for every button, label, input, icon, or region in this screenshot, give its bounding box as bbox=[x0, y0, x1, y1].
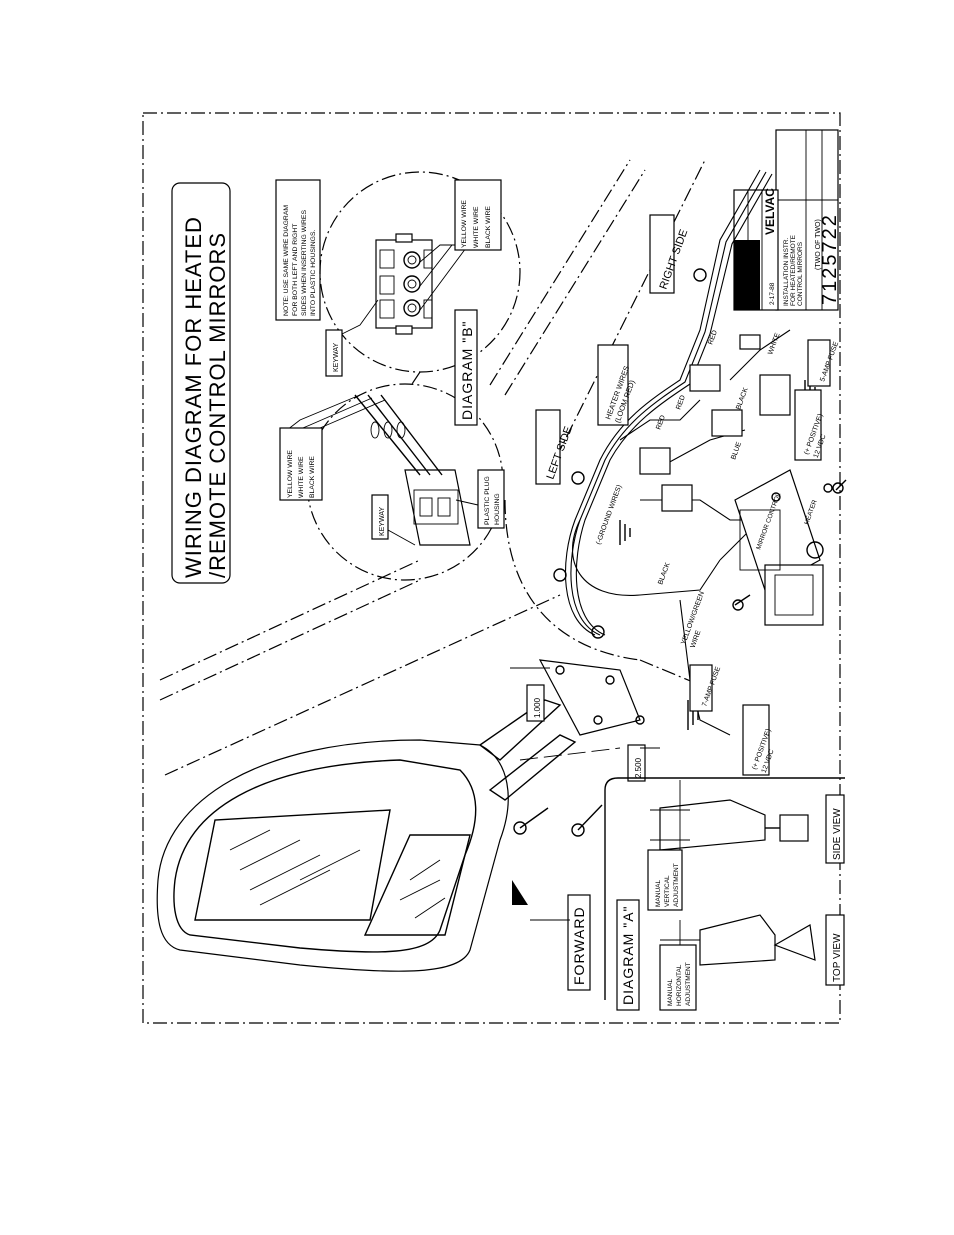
manual-vertical-3: ADJUSTMENT bbox=[673, 863, 680, 907]
description-line-1: INSTALLATION INSTR. bbox=[783, 237, 790, 306]
forward-indicator: FORWARD bbox=[512, 880, 591, 991]
manual-vertical-2: VERTICAL bbox=[664, 875, 671, 907]
diagram-a-label: DIAGRAM "A" bbox=[620, 905, 636, 1005]
title-block: 7125722 (TWO OF TWO) INSTALLATION INSTR.… bbox=[733, 129, 841, 311]
company-logo: VELVAC bbox=[763, 188, 777, 235]
plastic-plug-label-1: PLASTIC PLUG bbox=[484, 476, 491, 525]
a-black-wire: BLACK WIRE bbox=[309, 456, 316, 498]
a-yellow-wire: YELLOW WIRE bbox=[287, 450, 294, 498]
manual-vertical-1: MANUAL bbox=[655, 880, 662, 907]
blue-label: BLUE bbox=[730, 441, 743, 461]
a-keyway-label: KEYWAY bbox=[379, 506, 386, 536]
diagram-b-label: DIAGRAM "B" bbox=[459, 320, 475, 420]
harness-labels: LEFT SIDE RIGHT SIDE HEATER WIRES (LOOM … bbox=[535, 214, 840, 776]
b-white-wire: WHITE WIRE bbox=[473, 206, 480, 248]
title-block-date: 2-17-88 bbox=[769, 282, 776, 305]
red-label-1: RED bbox=[655, 414, 667, 430]
note-line-2: FOR BOTH LEFT AND RIGHT bbox=[292, 224, 299, 316]
note-line-1: NOTE: USE SAME WIRE DIAGRAM bbox=[283, 205, 290, 316]
black-label-2: BLACK bbox=[657, 561, 672, 585]
manual-horizontal-1: MANUAL bbox=[667, 979, 674, 1006]
note-line-3: SIDES WHEN INSERTING WIRES bbox=[301, 210, 308, 316]
side-view-label: SIDE VIEW bbox=[832, 808, 843, 860]
b-keyway-label: KEYWAY bbox=[333, 342, 340, 372]
main-title: WIRING DIAGRAM FOR HEATED /REMOTE CONTRO… bbox=[171, 182, 231, 584]
red-label-2: RED bbox=[675, 394, 687, 410]
heater-label: HEATER bbox=[803, 499, 819, 526]
red-label-3: RED bbox=[707, 329, 719, 345]
diagram-a-detail: DIAGRAM "A" MANUAL VERTICAL ADJUSTMENT S… bbox=[604, 777, 845, 1011]
a-white-wire: WHITE WIRE bbox=[298, 456, 305, 498]
sheet-border bbox=[142, 112, 841, 1024]
door-frame-lines bbox=[159, 159, 706, 776]
mirror-assembly: 1.000 2.500 bbox=[156, 659, 660, 972]
black-label-1: BLACK bbox=[735, 386, 750, 410]
drawing-number: 7125722 bbox=[819, 213, 841, 305]
b-yellow-wire: YELLOW WIRE bbox=[461, 200, 468, 248]
sheet-number: (TWO OF TWO) bbox=[815, 219, 822, 270]
forward-label: FORWARD bbox=[571, 906, 587, 985]
manual-horizontal-3: ADJUSTMENT bbox=[685, 962, 692, 1006]
top-view-label: TOP VIEW bbox=[832, 933, 843, 982]
ground-wires-label: (-GROUND WIRES) bbox=[595, 484, 623, 546]
description-line-2: FOR HEATED/REMOTE bbox=[790, 234, 797, 306]
plastic-plug-label-2: HOUSING bbox=[494, 493, 501, 525]
title-line-1: WIRING DIAGRAM FOR HEATED bbox=[181, 216, 206, 578]
note-line-4: INTO PLASTIC HOUSINGS. bbox=[310, 230, 317, 316]
dimension-1000: 1.000 bbox=[533, 697, 542, 718]
wiring-harness bbox=[553, 169, 847, 736]
dimension-2500: 2.500 bbox=[634, 757, 643, 778]
note-box: NOTE: USE SAME WIRE DIAGRAM FOR BOTH LEF… bbox=[275, 179, 321, 321]
b-black-wire: BLACK WIRE bbox=[485, 206, 492, 248]
diagram-b-detail: YELLOW WIRE WHITE WIRE BLACK WIRE KEYWAY… bbox=[279, 171, 521, 581]
manual-horizontal-2: HORIZONTAL bbox=[676, 964, 683, 1006]
title-line-2: /REMOTE CONTROL MIRRORS bbox=[205, 232, 230, 578]
description-line-3: CONTROL MIRRORS bbox=[797, 241, 804, 306]
